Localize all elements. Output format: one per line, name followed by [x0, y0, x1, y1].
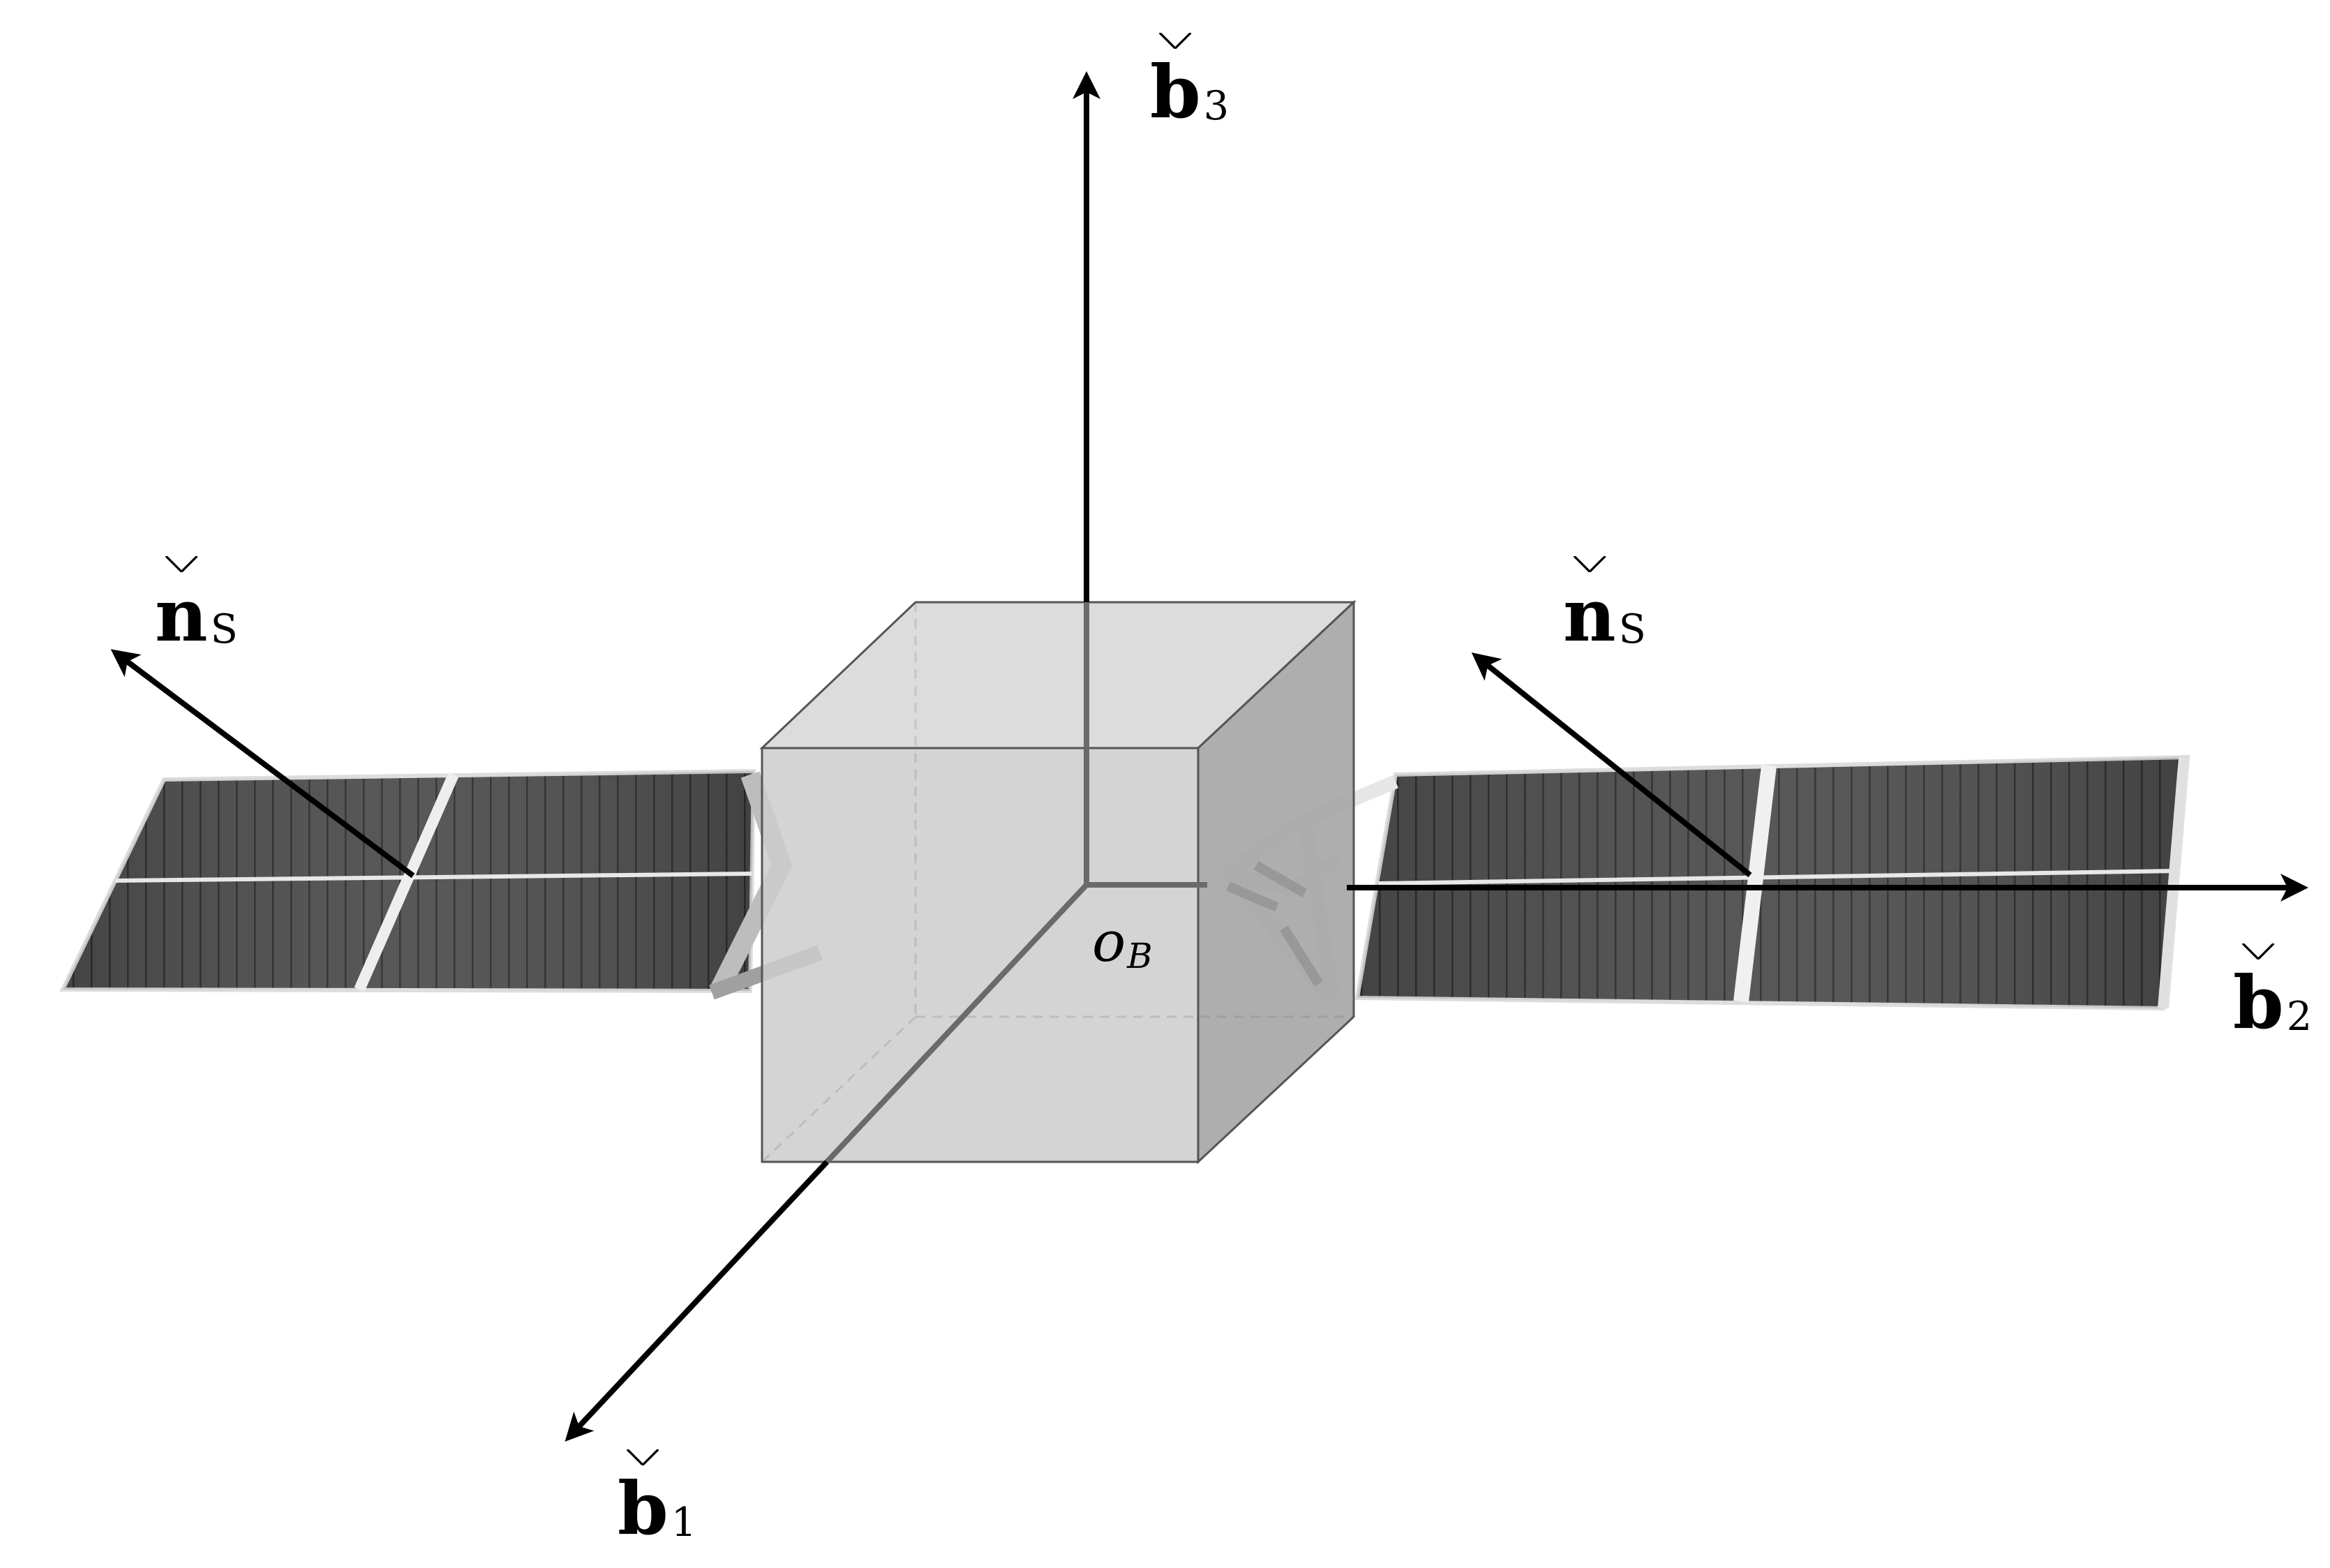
left-panel-seam-horizontal — [114, 872, 753, 883]
body-frame-axes — [110, 71, 2308, 1442]
right-panel-shade — [1357, 757, 2188, 1008]
ns-left-letter: n — [155, 572, 208, 658]
left-panel-seam-vertical — [354, 772, 459, 992]
b2-letter: b — [2233, 960, 2284, 1045]
right-panel-seam-vertical — [1733, 764, 1777, 1003]
left-solar-array — [59, 768, 823, 1000]
b3-letter: b — [1150, 49, 1201, 135]
origin-letter: o — [1092, 909, 1126, 974]
right-panel-seam-horizontal — [1377, 869, 2178, 886]
label-b3: b3 — [1150, 56, 1229, 128]
label-ns-left: nS — [155, 579, 238, 652]
right-solar-array — [1218, 754, 2190, 1011]
ns-right-letter: n — [1563, 572, 1616, 658]
spacecraft-bus-cube — [759, 599, 1357, 1165]
b2-index: 2 — [2286, 993, 2313, 1040]
axis-ns-left — [110, 649, 415, 879]
right-panel-edge — [2158, 756, 2190, 1009]
axes-inside-cube — [825, 602, 1207, 1164]
origin-index: B — [1127, 935, 1153, 976]
label-ns-right: nS — [1563, 579, 1646, 652]
label-b2: b2 — [2233, 966, 2312, 1039]
b3-index: 3 — [1203, 82, 1230, 129]
b1-index: 1 — [671, 1499, 697, 1546]
axis-ns-right — [1471, 652, 1752, 878]
axis-b1 — [565, 1160, 829, 1442]
ns-right-index: S — [1618, 606, 1646, 652]
b1-letter: b — [618, 1465, 669, 1551]
ns-left-index: S — [210, 606, 238, 652]
label-b1: b1 — [618, 1472, 696, 1545]
label-origin: oB — [1092, 914, 1153, 974]
